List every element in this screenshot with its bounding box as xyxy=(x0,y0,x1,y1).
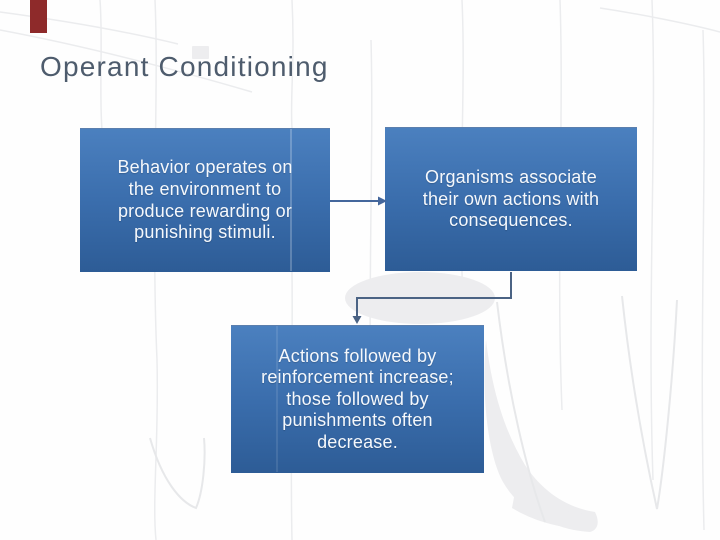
diagram-box-consequence-text: Actions followed by reinforcement increa… xyxy=(261,345,454,452)
diagram-box-consequence: Actions followed by reinforcement increa… xyxy=(231,325,484,473)
diagram-box-association: Organisms associate their own actions wi… xyxy=(385,127,637,271)
accent-bar xyxy=(30,0,47,33)
diagram-box-behavior-text: Behavior operates on the environment to … xyxy=(117,157,293,243)
elbow-arrow-icon xyxy=(352,272,512,324)
straight-arrow-icon xyxy=(330,196,387,206)
diagram-box-behavior: Behavior operates on the environment to … xyxy=(80,128,330,272)
diagram-box-association-text: Organisms associate their own actions wi… xyxy=(422,167,600,231)
slide-title: Operant Conditioning xyxy=(40,51,329,82)
